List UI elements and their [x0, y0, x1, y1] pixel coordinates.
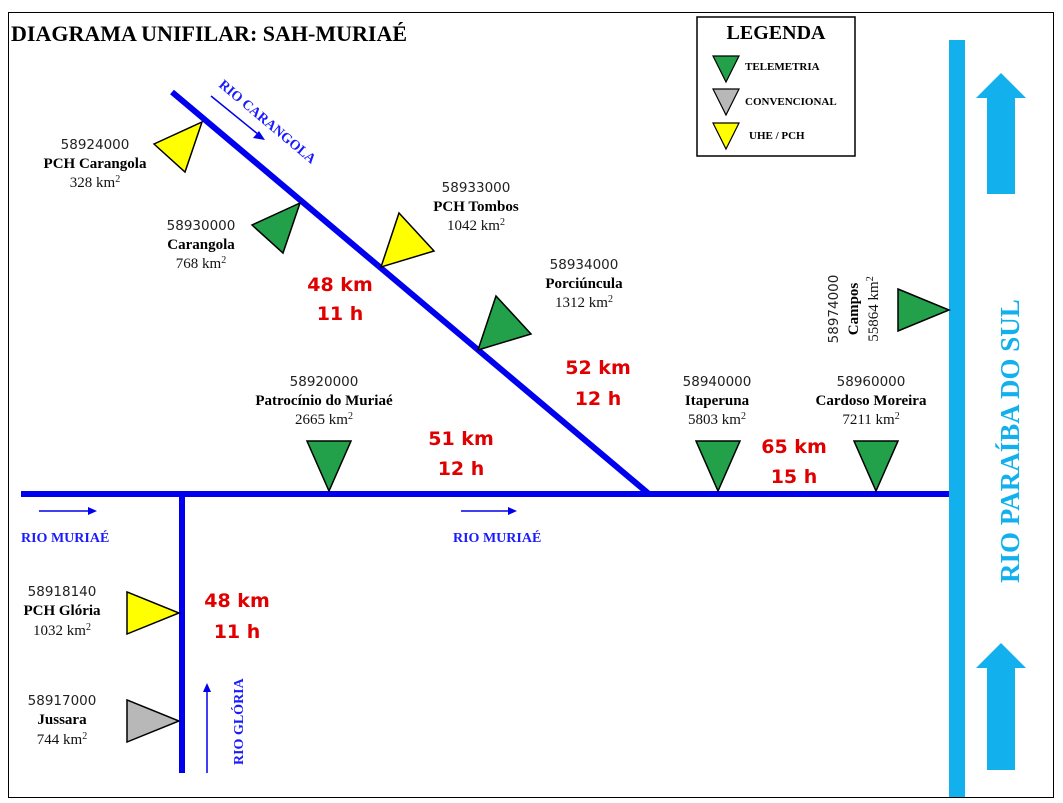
distance-carangola-lower: 52 km 12 h — [565, 357, 631, 410]
diagram-title: DIAGRAMA UNIFILAR: SAH-MURIAÉ — [11, 21, 407, 46]
station-58933000-label: 58933000 PCH Tombos 1042 km2 — [433, 180, 519, 234]
station-code: 58930000 — [167, 218, 236, 234]
station-58918140-label: 58918140 PCH Glória 1032 km2 — [23, 584, 101, 639]
diagram-frame: DIAGRAMA UNIFILAR: SAH-MURIAÉ RIO PARAÍB… — [8, 12, 1054, 798]
station-58960000-label: 58960000 Cardoso Moreira 7211 km2 — [816, 374, 927, 428]
station-drainage-area: 7211 km2 — [842, 411, 899, 429]
station-drainage-area: 1042 km2 — [447, 217, 505, 235]
legend-telemetria-icon — [712, 55, 740, 84]
station-drainage-area: 768 km2 — [176, 255, 226, 273]
station-drainage-area: 1032 km2 — [33, 622, 91, 640]
station-name: Campos — [846, 283, 862, 336]
station-code: 58933000 — [442, 180, 511, 196]
station-name: Porciúncula — [545, 276, 623, 292]
station-58974000-telemetria-marker-icon[interactable] — [897, 287, 951, 333]
station-58934000-telemetria-marker-icon[interactable] — [476, 294, 533, 352]
station-code: 58940000 — [683, 374, 752, 390]
station-58920000-telemetria-marker-icon[interactable] — [305, 440, 353, 493]
legend-title: LEGENDA — [727, 22, 826, 44]
travel-time: 11 h — [214, 621, 261, 643]
station-drainage-area: 55864 km2 — [865, 276, 883, 341]
travel-time: 11 h — [317, 303, 364, 325]
travel-time: 12 h — [438, 458, 485, 480]
station-code: 58924000 — [61, 137, 130, 153]
distance-km: 48 km — [307, 274, 373, 296]
travel-time: 12 h — [575, 388, 622, 410]
carangola-flow-arrow-icon — [210, 95, 265, 140]
station-58930000-telemetria-marker-icon[interactable] — [250, 201, 302, 255]
station-58934000-label: 58934000 Porciúncula 1312 km2 — [545, 257, 623, 311]
paraiba-flow-arrow-icon — [976, 643, 1026, 770]
station-58974000-label: 58974000 Campos 55864 km2 — [826, 275, 882, 344]
station-code: 58934000 — [550, 257, 619, 273]
legend-item-label: TELEMETRIA — [745, 61, 820, 73]
station-code: 58960000 — [837, 374, 906, 390]
river-carangola-label: RIO CARANGOLA — [215, 78, 319, 168]
distance-km: 51 km — [428, 428, 494, 450]
unifilar-diagram: DIAGRAMA UNIFILAR: SAH-MURIAÉ RIO PARAÍB… — [11, 16, 1026, 797]
muriae-left-flow-arrow-icon — [39, 507, 97, 515]
station-58960000-telemetria-marker-icon[interactable] — [852, 440, 900, 493]
legend: LEGENDA TELEMETRIA CONVENCIONAL UHE / PC… — [696, 16, 856, 157]
distance-muriae-lower: 65 km 15 h — [761, 436, 827, 488]
station-58940000-label: 58940000 Itaperuna 5803 km2 — [683, 374, 752, 428]
station-drainage-area: 1312 km2 — [555, 294, 613, 312]
legend-convencional-icon — [712, 88, 740, 117]
station-drainage-area: 2665 km2 — [295, 411, 353, 429]
station-58924000-uhe-pch-marker-icon[interactable] — [152, 120, 204, 174]
river-carangola-line — [170, 89, 651, 497]
river-gloria-label: RIO GLÓRIA — [230, 677, 247, 765]
legend-item-label: UHE / PCH — [749, 130, 805, 142]
station-58924000-label: 58924000 PCH Carangola 328 km2 — [44, 137, 147, 191]
station-code: 58974000 — [826, 275, 842, 344]
station-name: PCH Carangola — [44, 156, 147, 172]
legend-uhe-pch-icon — [712, 122, 740, 151]
river-muriae-mid-label: RIO MURIAÉ — [453, 529, 541, 546]
river-paraiba-label: RIO PARAÍBA DO SUL — [995, 299, 1025, 583]
station-code: 58917000 — [28, 693, 97, 709]
paraiba-flow-arrow-icon — [976, 73, 1026, 194]
distance-km: 65 km — [761, 436, 827, 458]
station-code: 58918140 — [28, 584, 97, 600]
station-58930000-label: 58930000 Carangola 768 km2 — [167, 218, 236, 272]
distance-carangola-upper: 48 km 11 h — [307, 274, 373, 325]
river-network — [21, 40, 965, 797]
station-58933000-uhe-pch-marker-icon[interactable] — [379, 211, 436, 269]
station-58920000-label: 58920000 Patrocínio do Muriaé 2665 km2 — [255, 374, 393, 428]
station-name: Itaperuna — [685, 393, 750, 409]
distance-muriae-mid: 51 km 12 h — [428, 428, 494, 480]
station-name: Jussara — [37, 712, 87, 728]
station-drainage-area: 328 km2 — [70, 174, 120, 192]
station-name: PCH Tombos — [433, 199, 519, 215]
station-58940000-telemetria-marker-icon[interactable] — [694, 440, 742, 493]
travel-time: 15 h — [771, 466, 818, 488]
station-drainage-area: 744 km2 — [37, 731, 87, 749]
station-name: Cardoso Moreira — [816, 393, 927, 409]
muriae-mid-flow-arrow-icon — [461, 507, 517, 515]
station-name: Carangola — [167, 237, 235, 253]
station-name: PCH Glória — [23, 603, 101, 619]
station-58917000-convencional-marker-icon[interactable] — [126, 698, 182, 744]
river-flow-arrows — [39, 95, 517, 773]
station-58917000-label: 58917000 Jussara 744 km2 — [28, 693, 97, 748]
river-muriae-left-label: RIO MURIAÉ — [21, 529, 109, 546]
distance-km: 48 km — [204, 590, 270, 612]
distance-km: 52 km — [565, 357, 631, 379]
station-drainage-area: 5803 km2 — [688, 411, 746, 429]
station-code: 58920000 — [290, 374, 359, 390]
station-markers — [126, 120, 951, 744]
station-58918140-uhe-pch-marker-icon[interactable] — [126, 590, 182, 636]
distance-gloria: 48 km 11 h — [204, 590, 270, 643]
gloria-flow-arrow-icon — [203, 683, 211, 773]
legend-item-label: CONVENCIONAL — [745, 96, 837, 108]
station-name: Patrocínio do Muriaé — [255, 393, 393, 409]
